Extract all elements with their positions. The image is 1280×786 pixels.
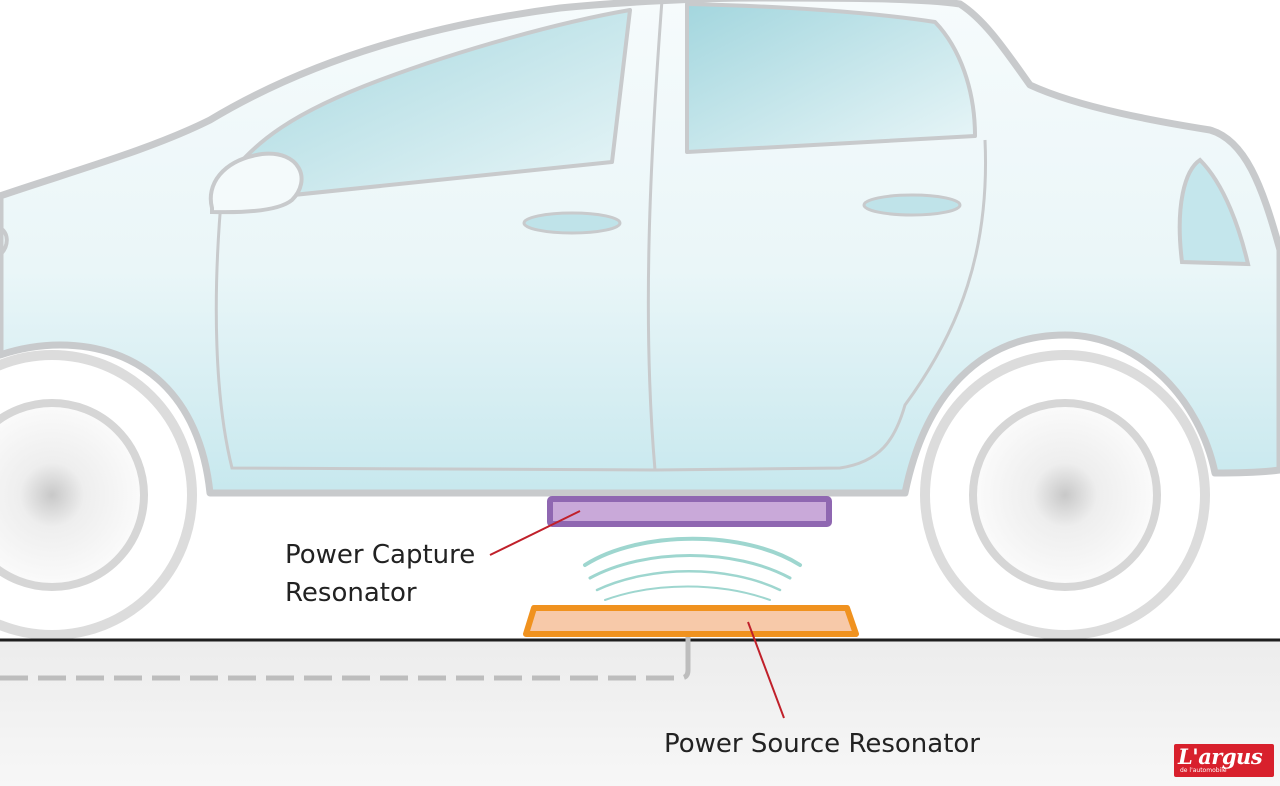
headlight-edge [0, 226, 9, 257]
rear-door-handle [862, 193, 962, 217]
front-door-outline [214, 189, 656, 472]
source-callout-line [747, 621, 785, 719]
magnetic-field-waves [583, 536, 802, 601]
capture-label-line2: Resonator [285, 578, 417, 608]
rear-door-outline [654, 139, 988, 472]
road [0, 640, 1280, 786]
front-wheel [0, 350, 197, 640]
front-window [216, 8, 632, 202]
capture-label-line1: Power Capture [285, 540, 476, 570]
side-mirror [208, 151, 304, 215]
b-pillar-line [646, 0, 664, 471]
rear-wheel [920, 350, 1210, 640]
rear-window [685, 2, 977, 154]
power-capture-resonator-label: Power Capture Resonator [285, 536, 475, 612]
logo-wordmark: L'argus [1178, 744, 1263, 769]
logo-subtitle: de l'automobile [1180, 767, 1227, 774]
power-cable [0, 636, 691, 681]
power-source-resonator-label: Power Source Resonator [664, 729, 980, 759]
capture-callout-line [489, 510, 581, 556]
largus-logo: L'argus de l'automobile [1174, 744, 1274, 777]
power-capture-resonator [547, 496, 832, 527]
power-source-resonator [523, 605, 859, 637]
tail-light [1177, 157, 1251, 267]
front-door-handle [522, 211, 622, 235]
